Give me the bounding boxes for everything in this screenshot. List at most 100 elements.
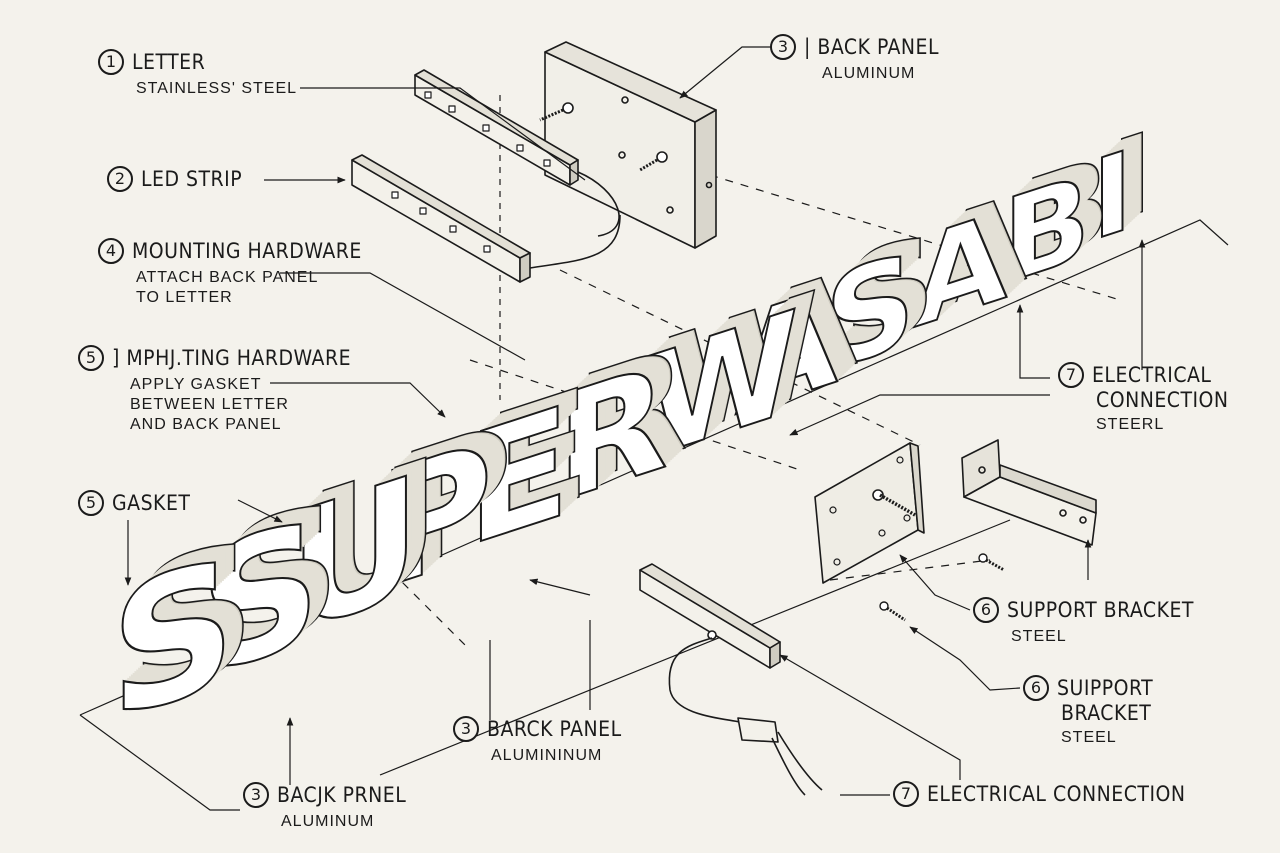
svg-text:A: A bbox=[926, 174, 1020, 345]
svg-text:P: P bbox=[390, 394, 505, 615]
support-bracket-illustration bbox=[961, 439, 1097, 546]
callout-gasket: 5 GASKET bbox=[78, 490, 190, 516]
svg-text:S: S bbox=[203, 477, 325, 713]
svg-text:A: A bbox=[924, 176, 1018, 347]
mounting-plate-illustration bbox=[814, 442, 925, 584]
svg-text:S: S bbox=[130, 499, 256, 744]
svg-text:I: I bbox=[1110, 110, 1151, 250]
svg-text:E: E bbox=[481, 358, 584, 568]
svg-text:I: I bbox=[1101, 118, 1142, 258]
svg-text:U: U bbox=[301, 428, 433, 660]
sign-letters: IIIIIIIIIIIIBBBBBBBBBBBBAAAAAAAAAAAASSSS… bbox=[109, 107, 1153, 763]
callout-mounting-hardware-gasket: 5 ] MPHJ.TING HARDWARE APPLY GASKET BETW… bbox=[78, 345, 351, 433]
svg-text:A: A bbox=[739, 255, 842, 443]
callout-subtitle: ALUMININUM bbox=[491, 747, 603, 764]
callout-title: LETTER bbox=[132, 49, 206, 74]
svg-text:S: S bbox=[208, 471, 330, 707]
svg-text:S: S bbox=[835, 213, 926, 391]
svg-text:S: S bbox=[215, 465, 337, 701]
callout-number: 3 bbox=[453, 716, 479, 742]
callout-led-strip: 2 LED STRIP bbox=[107, 166, 242, 192]
callout-number: 6 bbox=[1023, 675, 1049, 701]
svg-text:A: A bbox=[746, 248, 849, 436]
svg-text:A: A bbox=[919, 181, 1013, 352]
svg-text:E: E bbox=[478, 361, 581, 571]
callout-title: LED STRIP bbox=[141, 166, 243, 191]
svg-text:B: B bbox=[1005, 146, 1093, 309]
callout-number: 4 bbox=[98, 238, 124, 264]
svg-text:A: A bbox=[748, 247, 851, 435]
svg-text:A: A bbox=[753, 241, 856, 429]
svg-text:A: A bbox=[742, 252, 845, 440]
svg-text:A: A bbox=[740, 253, 843, 441]
callout-title: MOUNTING HARDWARE bbox=[132, 238, 362, 263]
svg-text:A: A bbox=[744, 250, 847, 438]
svg-text:A: A bbox=[928, 172, 1022, 343]
callout-title: BARCK PANEL bbox=[487, 716, 622, 741]
svg-text:E: E bbox=[476, 363, 579, 573]
svg-text:R: R bbox=[564, 325, 676, 530]
electrical-connection-illustration bbox=[639, 563, 823, 796]
svg-text:U: U bbox=[299, 430, 431, 662]
svg-text:A: A bbox=[921, 179, 1015, 350]
screw-icon bbox=[978, 553, 1005, 572]
svg-text:U: U bbox=[290, 438, 422, 670]
svg-text:R: R bbox=[569, 320, 681, 525]
svg-text:U: U bbox=[298, 431, 430, 663]
svg-text:A: A bbox=[922, 177, 1016, 348]
callout-title: ] MPHJ.TING HARDWARE bbox=[112, 345, 352, 370]
callout-subtitle: STEEL bbox=[1061, 729, 1117, 746]
svg-text:S: S bbox=[121, 507, 247, 752]
svg-text:I: I bbox=[1096, 123, 1137, 263]
callout-electrical-connection-bottom: 7 ELECTRICAL CONNECTION bbox=[893, 781, 1186, 807]
callout-number: 2 bbox=[107, 166, 133, 192]
svg-text:P: P bbox=[392, 392, 507, 613]
svg-text:A: A bbox=[917, 182, 1011, 353]
svg-text:P: P bbox=[381, 402, 496, 623]
svg-text:U: U bbox=[307, 423, 439, 655]
svg-text:S: S bbox=[115, 512, 241, 757]
svg-text:I: I bbox=[1103, 116, 1144, 256]
svg-text:U: U bbox=[308, 421, 440, 653]
svg-text:I: I bbox=[1094, 125, 1135, 265]
svg-text:B: B bbox=[1021, 131, 1109, 294]
callout-subtitle: STEERL bbox=[1096, 416, 1165, 433]
svg-text:R: R bbox=[565, 324, 677, 529]
callout-number: 6 bbox=[973, 597, 999, 623]
led-strip-illustration bbox=[351, 154, 621, 283]
sign-letter-face: A bbox=[735, 258, 838, 446]
callout-title: ELECTRICAL CONNECTION bbox=[927, 781, 1186, 806]
svg-text:R: R bbox=[576, 313, 688, 518]
svg-text:B: B bbox=[1010, 141, 1098, 304]
callout-subtitle: AND BACK PANEL bbox=[130, 416, 282, 433]
svg-text:E: E bbox=[471, 368, 574, 578]
svg-text:S: S bbox=[833, 215, 924, 393]
callout-title: BACJK PrNEL bbox=[277, 782, 407, 807]
screw-icon bbox=[879, 601, 906, 622]
svg-text:S: S bbox=[826, 222, 917, 400]
svg-text:P: P bbox=[383, 400, 498, 621]
svg-text:R: R bbox=[574, 315, 686, 520]
svg-text:S: S bbox=[828, 220, 919, 398]
dashed-guide-lines bbox=[79, 95, 1229, 811]
screw-icon bbox=[639, 151, 668, 172]
svg-text:S: S bbox=[112, 516, 238, 761]
svg-text:S: S bbox=[839, 210, 930, 388]
svg-text:A: A bbox=[749, 245, 852, 433]
svg-text:S: S bbox=[217, 463, 339, 699]
svg-text:P: P bbox=[394, 390, 509, 611]
svg-text:I: I bbox=[1112, 108, 1153, 248]
svg-text:A: A bbox=[933, 167, 1027, 338]
callout-subtitle: BETWEEN LETTER bbox=[130, 396, 289, 413]
callout-title-line2: BRACKET bbox=[1061, 701, 1152, 725]
svg-text:U: U bbox=[294, 435, 426, 667]
callout-number: 3 bbox=[243, 782, 269, 808]
svg-text:E: E bbox=[480, 360, 583, 570]
sign-letter-face: P bbox=[378, 406, 493, 627]
svg-text:B: B bbox=[1014, 138, 1102, 301]
